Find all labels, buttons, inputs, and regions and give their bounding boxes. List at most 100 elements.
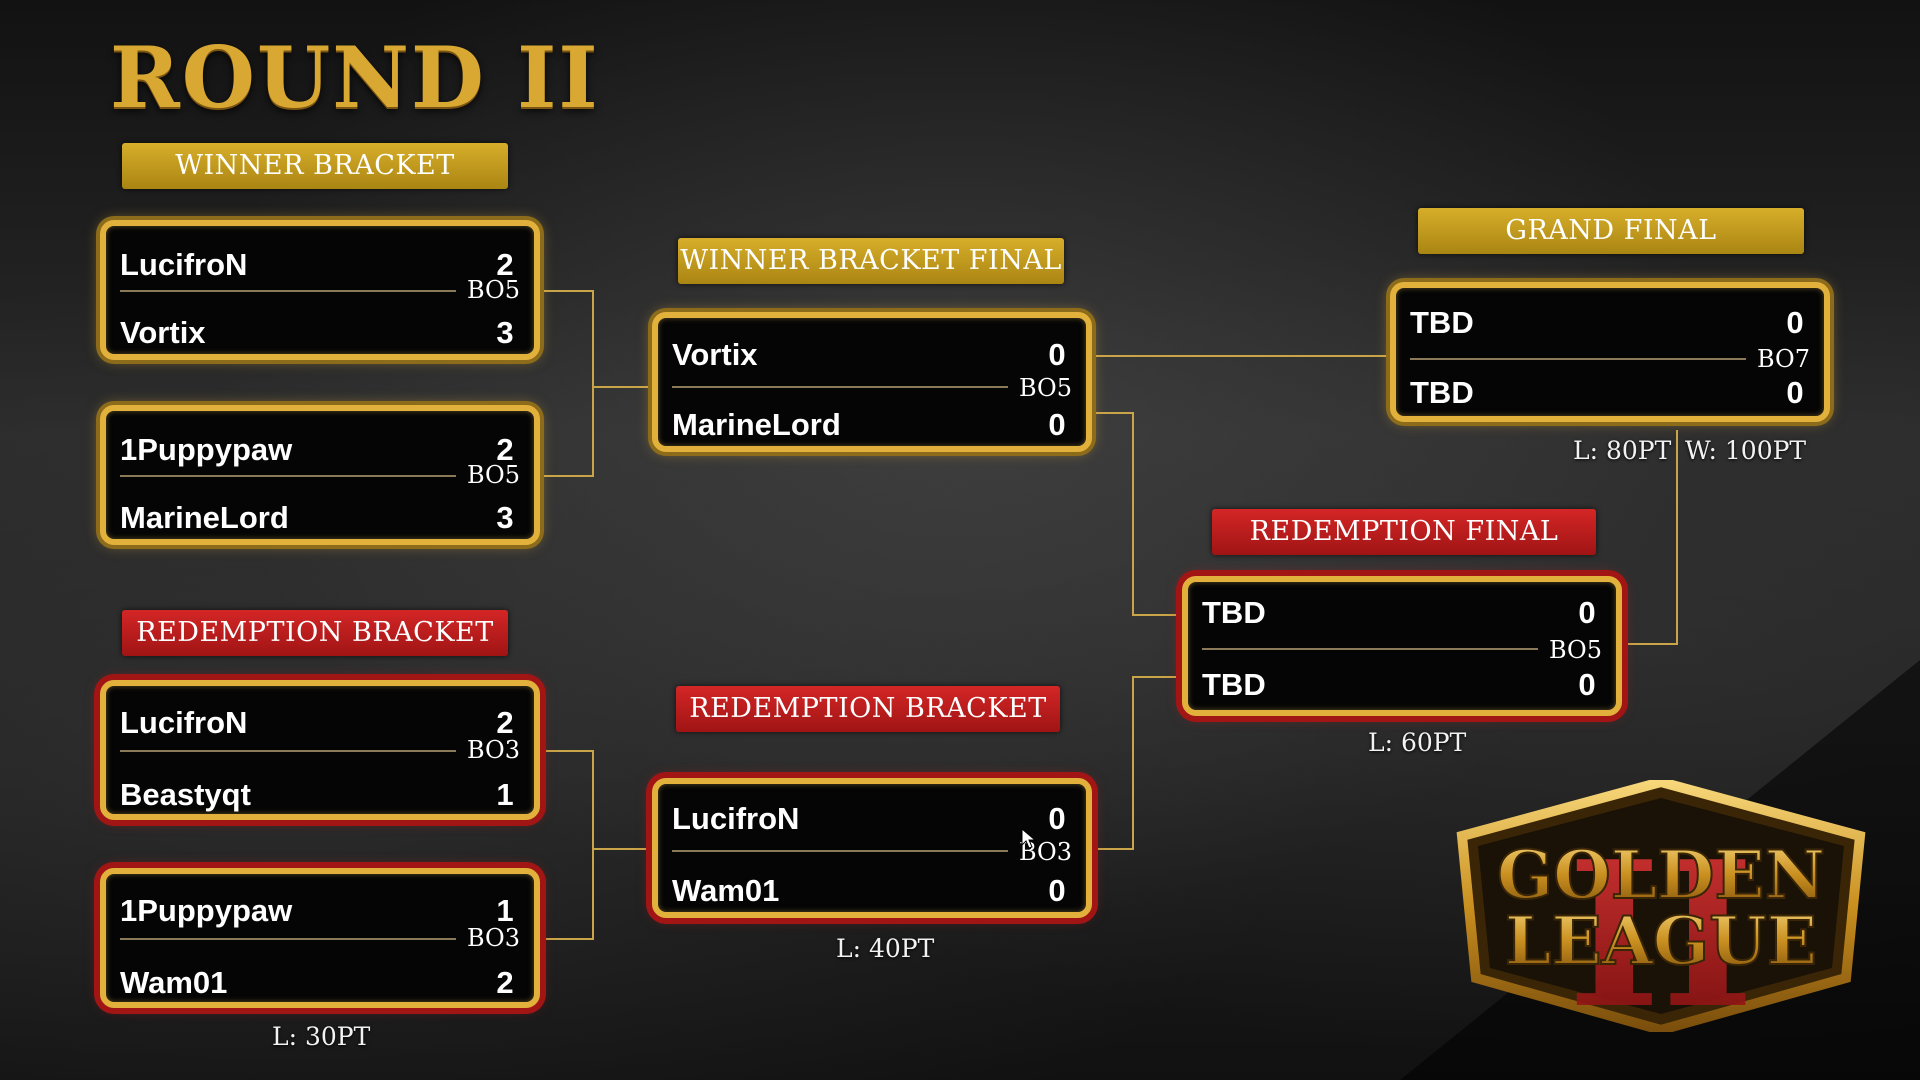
- player-row: TBD 0: [1410, 368, 1810, 418]
- match-divider: [120, 475, 456, 477]
- match-format: BO5: [1548, 636, 1602, 664]
- player-score: 0: [1578, 595, 1596, 630]
- match-card-rb1: LucifroN 2 BO3 Beastyqt 1: [100, 680, 540, 820]
- player-score: 2: [496, 432, 514, 467]
- match-format: BO5: [466, 276, 520, 304]
- match-card-grand-final: TBD 0 BO7 TBD 0: [1390, 282, 1830, 422]
- player-row: 1Puppypaw 1: [120, 886, 520, 936]
- connector-line: [1092, 412, 1134, 414]
- player-name: Wam01: [672, 873, 780, 908]
- logo-line1: GOLDEN: [1497, 836, 1825, 914]
- player-name: TBD: [1410, 305, 1474, 340]
- player-score: 3: [496, 500, 514, 535]
- player-name: TBD: [1410, 375, 1474, 410]
- match-card-wb1: LucifroN 2 BO5 Vortix 3: [100, 220, 540, 360]
- player-name: LucifroN: [120, 705, 248, 740]
- match-divider: [120, 938, 456, 940]
- player-name: 1Puppypaw: [120, 893, 293, 928]
- player-score: 1: [496, 893, 514, 928]
- player-row: MarineLord 3: [120, 493, 520, 543]
- loser-points-label: L: 80PT: [1573, 436, 1672, 465]
- winner-bracket-final-banner: WINNER BRACKET FINAL: [678, 238, 1064, 284]
- connector-line: [1676, 430, 1678, 645]
- player-name: MarineLord: [120, 500, 289, 535]
- match-card-wbf: Vortix 0 BO5 MarineLord 0: [652, 312, 1092, 452]
- winner-points-label: W: 100PT: [1685, 436, 1807, 465]
- player-row: TBD 0: [1410, 298, 1810, 348]
- match-card-redemption-final: TBD 0 BO5 TBD 0: [1182, 576, 1622, 716]
- round-title: ROUND II: [110, 28, 600, 127]
- match-divider: [672, 386, 1008, 388]
- connector-line: [592, 848, 648, 850]
- connector-line: [540, 290, 594, 292]
- match-format: BO5: [1018, 374, 1072, 402]
- redemption-bracket-banner: REDEMPTION BRACKET: [122, 610, 508, 656]
- match-format: BO7: [1756, 345, 1810, 373]
- player-row: Beastyqt 1: [120, 770, 520, 820]
- player-row: LucifroN 0: [672, 794, 1072, 844]
- connector-line: [592, 386, 648, 388]
- connector-line: [1132, 676, 1134, 850]
- player-name: Vortix: [672, 337, 758, 372]
- connector-line: [540, 750, 594, 752]
- connector-line: [540, 475, 594, 477]
- player-row: Wam01 0: [672, 866, 1072, 916]
- match-card-rb3: LucifroN 0 BO3 Wam01 0: [652, 778, 1092, 918]
- match-card-wb2: 1Puppypaw 2 BO5 MarineLord 3: [100, 405, 540, 545]
- player-score: 1: [496, 777, 514, 812]
- player-row: LucifroN 2: [120, 240, 520, 290]
- connector-line: [592, 290, 594, 477]
- player-name: Wam01: [120, 965, 228, 1000]
- connector-line: [1132, 412, 1134, 616]
- player-row: Vortix 0: [672, 330, 1072, 380]
- player-name: TBD: [1202, 667, 1266, 702]
- logo-line2: LEAGUE: [1505, 902, 1817, 980]
- player-name: Beastyqt: [120, 777, 251, 812]
- player-name: Vortix: [120, 315, 206, 350]
- redemption-bracket-banner: REDEMPTION BRACKET: [676, 686, 1060, 732]
- player-score: 0: [1048, 873, 1066, 908]
- points-label: L: 30PT: [272, 1022, 371, 1051]
- match-card-rb2: 1Puppypaw 1 BO3 Wam01 2: [100, 868, 540, 1008]
- player-score: 0: [1048, 801, 1066, 836]
- redemption-final-banner: REDEMPTION FINAL: [1212, 509, 1596, 555]
- player-row: TBD 0: [1202, 660, 1602, 710]
- player-score: 2: [496, 965, 514, 1000]
- match-divider: [1202, 648, 1538, 650]
- player-score: 2: [496, 705, 514, 740]
- logo-numeral: II: [1567, 818, 1754, 1032]
- connector-line: [540, 938, 594, 940]
- connector-line: [1092, 355, 1388, 357]
- player-name: 1Puppypaw: [120, 432, 293, 467]
- player-row: TBD 0: [1202, 588, 1602, 638]
- player-name: TBD: [1202, 595, 1266, 630]
- mouse-cursor-icon: [1021, 828, 1037, 849]
- player-score: 0: [1048, 407, 1066, 442]
- match-format: BO3: [466, 924, 520, 952]
- player-score: 3: [496, 315, 514, 350]
- player-row: Wam01 2: [120, 958, 520, 1008]
- player-name: MarineLord: [672, 407, 841, 442]
- player-row: LucifroN 2: [120, 698, 520, 748]
- player-score: 0: [1786, 375, 1804, 410]
- points-label: L: 60PT: [1368, 728, 1467, 757]
- connector-line: [1132, 614, 1180, 616]
- player-score: 0: [1578, 667, 1596, 702]
- golden-league-logo: II GOLDEN LEAGUE: [1456, 780, 1866, 1032]
- connector-line: [592, 750, 594, 940]
- player-score: 0: [1786, 305, 1804, 340]
- player-name: LucifroN: [120, 247, 248, 282]
- match-divider: [672, 850, 1008, 852]
- points-label: L: 40PT: [836, 934, 935, 963]
- player-score: 2: [496, 247, 514, 282]
- match-format: BO3: [466, 736, 520, 764]
- player-score: 0: [1048, 337, 1066, 372]
- connector-line: [1622, 643, 1678, 645]
- match-divider: [120, 290, 456, 292]
- winner-bracket-banner: WINNER BRACKET: [122, 143, 508, 189]
- player-name: LucifroN: [672, 801, 800, 836]
- grand-final-banner: GRAND FINAL: [1418, 208, 1804, 254]
- match-divider: [1410, 358, 1746, 360]
- match-format: BO5: [466, 461, 520, 489]
- connector-line: [1092, 848, 1134, 850]
